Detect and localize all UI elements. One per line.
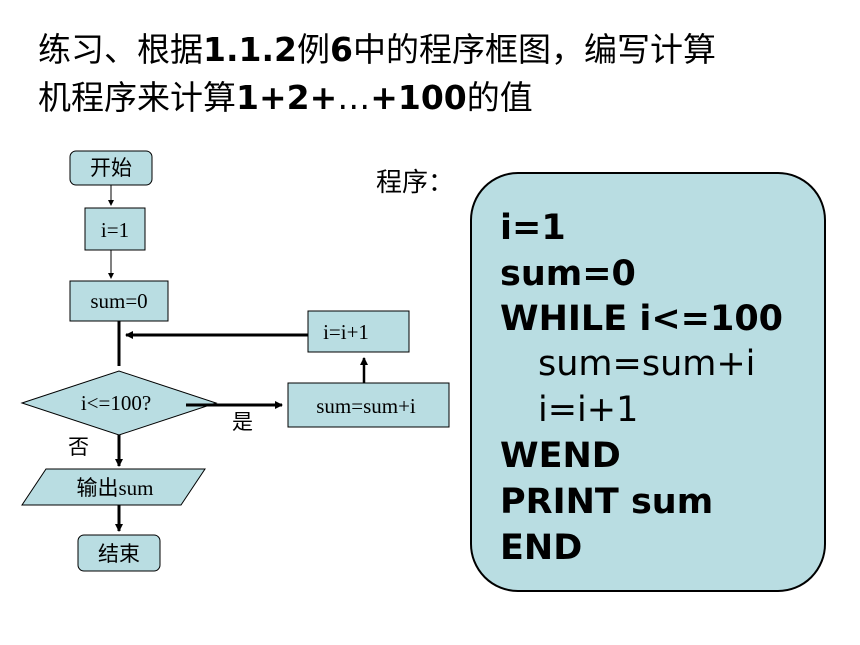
end-label: 结束: [98, 542, 140, 566]
code-line-8: END: [500, 528, 583, 568]
code-line-4: sum=sum+i: [538, 344, 756, 384]
init-i-node: [84, 207, 146, 251]
output-node: [21, 468, 206, 506]
body-sum-label: sum=sum+i: [316, 394, 416, 418]
init-sum-node: [69, 280, 169, 322]
start-node-label: 开始: [90, 156, 132, 180]
condition-label: i<=100?: [81, 391, 151, 415]
end-node: [77, 534, 161, 572]
condition-node: [20, 370, 218, 436]
yes-label: 是: [232, 410, 253, 434]
body-inc-node: [307, 310, 410, 353]
code-line-3: WHILE i<=100: [500, 299, 784, 339]
code-box: i=1 sum=0 WHILE i<=100 sum=sum+i i=i+1 W…: [470, 172, 826, 592]
no-label: 否: [68, 435, 89, 459]
code-line-2: sum=0: [500, 254, 636, 294]
code-line-1: i=1: [500, 208, 566, 248]
program-label: 程序：: [376, 168, 455, 198]
title-line-1: 练习、根据1.1.2例6中的程序框图，编写计算: [38, 30, 716, 69]
title-line-2: 机程序来计算1+2+…+100的值: [38, 78, 533, 117]
output-label: 输出sum: [76, 476, 153, 500]
page-title: 练习、根据1.1.2例6中的程序框图，编写计算 机程序来计算1+2+…+100的…: [38, 26, 838, 122]
code-line-7: PRINT sum: [500, 482, 714, 522]
init-i-label: i=1: [101, 218, 129, 242]
code-line-6: WEND: [500, 436, 621, 476]
body-inc-label: i=i+1: [323, 320, 369, 344]
body-sum-node: [287, 382, 450, 428]
init-sum-label: sum=0: [90, 289, 147, 313]
code-line-5: i=i+1: [538, 390, 639, 430]
